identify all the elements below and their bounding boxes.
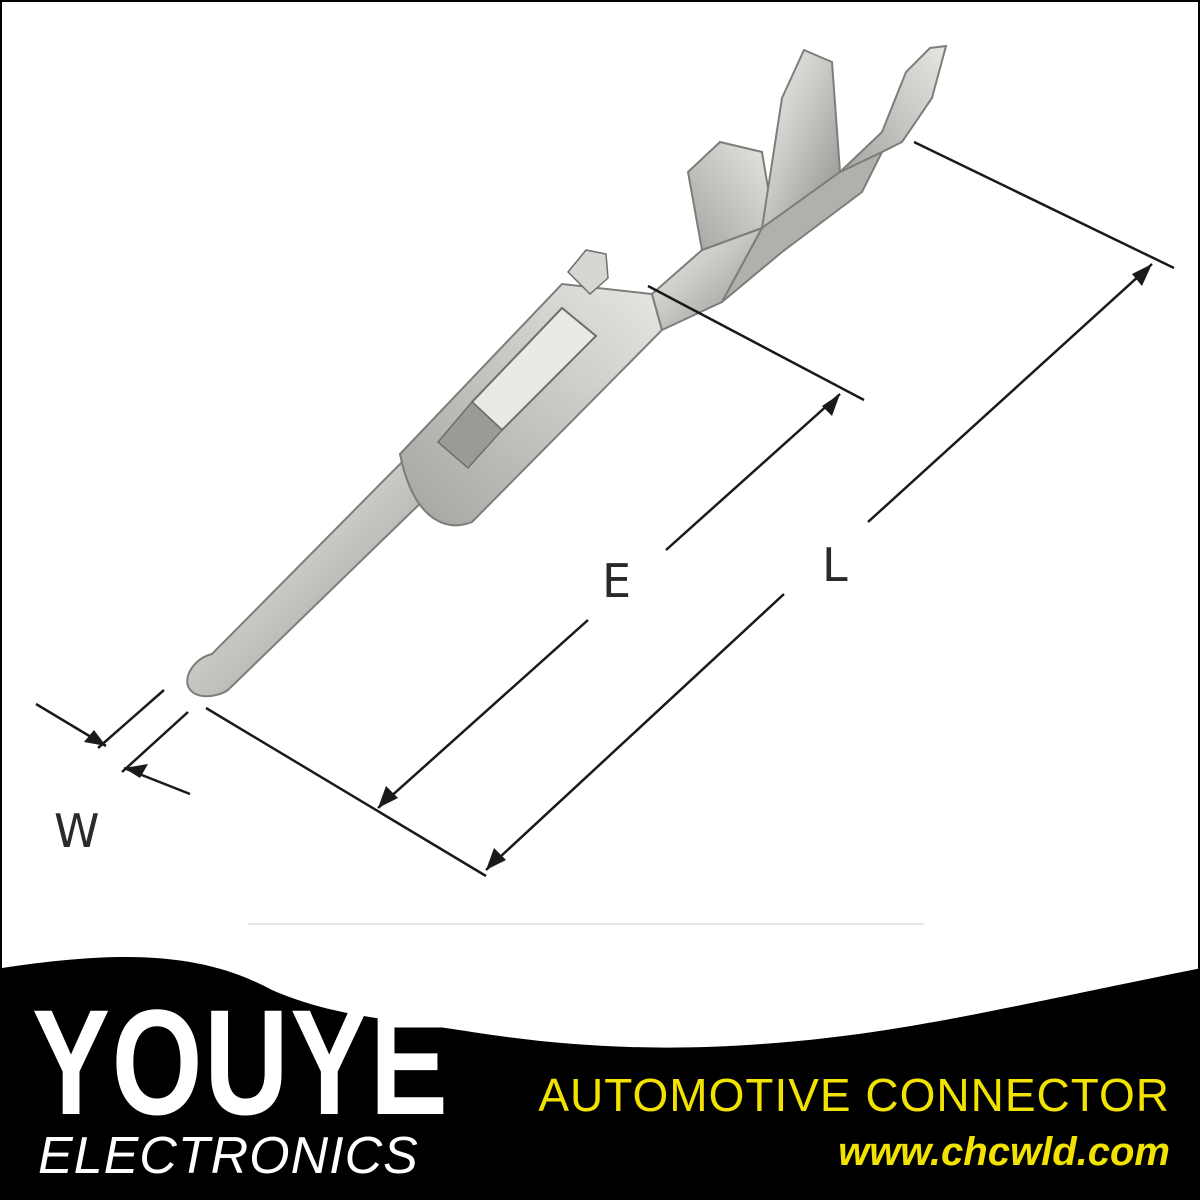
dimension-arrowheads: [84, 264, 1152, 870]
dimension-label-l: L: [822, 538, 848, 592]
terminal-pin-icon: [186, 44, 948, 698]
dimension-label-e: E: [602, 554, 632, 608]
brand-subtitle: ELECTRONICS: [38, 1127, 419, 1185]
footer-banner: [2, 957, 1198, 1198]
dimension-label-w: W: [54, 804, 100, 858]
brand-name: YOUYE: [32, 978, 450, 1146]
product-category: AUTOMOTIVE CONNECTOR: [538, 1069, 1170, 1121]
dimension-lines: [35, 140, 1175, 878]
website-url: www.chcwld.com: [838, 1130, 1170, 1174]
